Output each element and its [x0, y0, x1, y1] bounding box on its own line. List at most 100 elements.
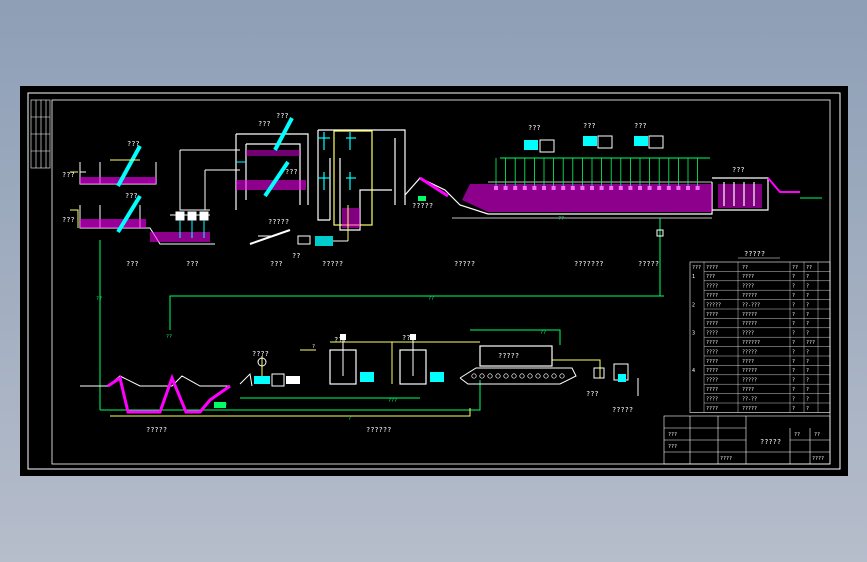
table-cell: ???? — [706, 349, 718, 355]
table-cell: ? — [806, 368, 809, 374]
screen-top-b-label: ??? — [62, 216, 75, 224]
table-cell: ? — [806, 284, 809, 290]
table-cell: ? — [792, 349, 795, 355]
table-cell: ???? — [706, 331, 718, 337]
sludge-tanks: ??? ??? — [329, 334, 444, 385]
table-cell: 4 — [692, 368, 695, 374]
table-cell: ? — [806, 396, 809, 402]
table-cell: ? — [792, 359, 795, 365]
table-cell: ????? — [742, 406, 757, 412]
table-cell: ? — [806, 378, 809, 384]
diffuser-head — [638, 186, 642, 190]
table-cell: ? — [792, 293, 795, 299]
flow-labels: ?? ?? ?? ? ??? ?? ?? — [96, 216, 564, 422]
table-cell: ? — [806, 312, 809, 318]
chamber-top-label: ??? — [258, 120, 271, 128]
table-cell: ? — [806, 406, 809, 412]
table-cell: ???? — [706, 406, 718, 412]
reaction-chambers: ??? ??? ??? — [235, 112, 406, 231]
table-cell: ? — [792, 387, 795, 393]
diffuser-head — [657, 186, 662, 190]
blower-c-label: ??? — [634, 122, 647, 130]
drawing-viewport — [20, 86, 848, 476]
table-cell: ? — [792, 378, 795, 384]
clarifier-top-label: ??? — [732, 166, 745, 174]
screen-bar-upper — [116, 145, 142, 187]
belt-filter-press: ????? ??? ????? — [459, 345, 639, 414]
sludge-tank-b-label: ??? — [402, 334, 415, 342]
belt-roller — [559, 373, 565, 379]
table-cell: ? — [806, 331, 809, 337]
diffuser-head — [532, 186, 537, 190]
title-block-checked: ??? — [668, 444, 677, 450]
screen-bottom-label: ??? — [127, 140, 140, 148]
sludge-tank-left-label: ???? — [252, 350, 269, 358]
flow-top-gas: ?? — [540, 330, 546, 336]
table-cell: 2 — [692, 302, 695, 308]
diffuser-head — [686, 186, 690, 190]
table-cell: ? — [806, 274, 809, 280]
table-title: ????? — [744, 250, 765, 258]
belt-roller — [487, 373, 493, 379]
caption-2: ??? — [186, 260, 199, 268]
table-header-cell: ?? — [792, 265, 798, 271]
table-cell: ? — [792, 368, 795, 374]
belt-roller — [471, 373, 477, 379]
flow-main-return: ?? — [428, 296, 434, 302]
table-cell: ????? — [742, 378, 757, 384]
belt-roller — [543, 373, 549, 379]
top-captions: ??? ??? ??? ????? ????? ??????? ????? ??… — [126, 260, 659, 434]
chem-b-label: ?? — [292, 252, 300, 260]
table-header-cell: ?? — [806, 265, 812, 271]
table-cell: ???? — [706, 396, 718, 402]
table-cell: ???? — [706, 312, 718, 318]
cake-label: ????? — [612, 406, 633, 414]
table-cell: ??-??? — [742, 302, 760, 308]
belt-roller — [527, 373, 533, 379]
title-block-sheet: ?? — [814, 432, 820, 438]
title-block-code: ???? — [812, 456, 824, 462]
table-cell: 3 — [692, 331, 695, 337]
diffuser-head — [503, 186, 508, 190]
pump-right-label: ??? — [586, 390, 599, 398]
table-cell: ? — [792, 340, 795, 346]
belt-roller — [519, 373, 525, 379]
outer-frame — [27, 92, 841, 470]
dosing-equipment: ???? ? — [239, 344, 316, 387]
caption-4: ????? — [322, 260, 343, 268]
diffuser-head — [695, 186, 700, 190]
title-block — [663, 415, 831, 465]
caption-9: ?????? — [366, 426, 391, 434]
return-pipes — [99, 240, 664, 417]
diffuser-head — [513, 186, 518, 190]
sludge-tank-a-label: ??? — [334, 336, 347, 344]
screen-water-lower — [80, 219, 146, 228]
pump-small-label: ??? — [276, 112, 289, 120]
diffuser-head — [580, 186, 585, 190]
blower-a-label: ??? — [528, 124, 541, 132]
blower-b-label: ??? — [583, 122, 596, 130]
flow-pit-label: ?? — [558, 216, 564, 222]
belt-roller — [495, 373, 501, 379]
flow-sludge-down: ?? — [166, 334, 172, 340]
flow-left-up: ?? — [96, 296, 102, 302]
table-cell: ? — [792, 406, 795, 412]
diffuser-head — [494, 186, 498, 190]
screen-top-a-label: ??? — [62, 171, 75, 179]
diffuser-head — [628, 186, 633, 190]
inlet-small-label: ????? — [412, 202, 433, 210]
screw-conveyor-top: ????? ?? — [249, 205, 349, 260]
blower-a — [524, 139, 555, 153]
caption-6: ??????? — [574, 260, 604, 268]
diffuser-head — [647, 186, 652, 190]
diffuser-head — [590, 186, 594, 190]
pump-manifold — [170, 149, 240, 238]
diffuser-head — [561, 186, 566, 190]
table-cell: ???? — [706, 321, 718, 327]
belt-roller — [535, 373, 541, 379]
blower-c — [634, 135, 664, 149]
title-block-date: ???? — [720, 456, 732, 462]
belt-roller — [511, 373, 517, 379]
table-cell: ???? — [706, 340, 718, 346]
